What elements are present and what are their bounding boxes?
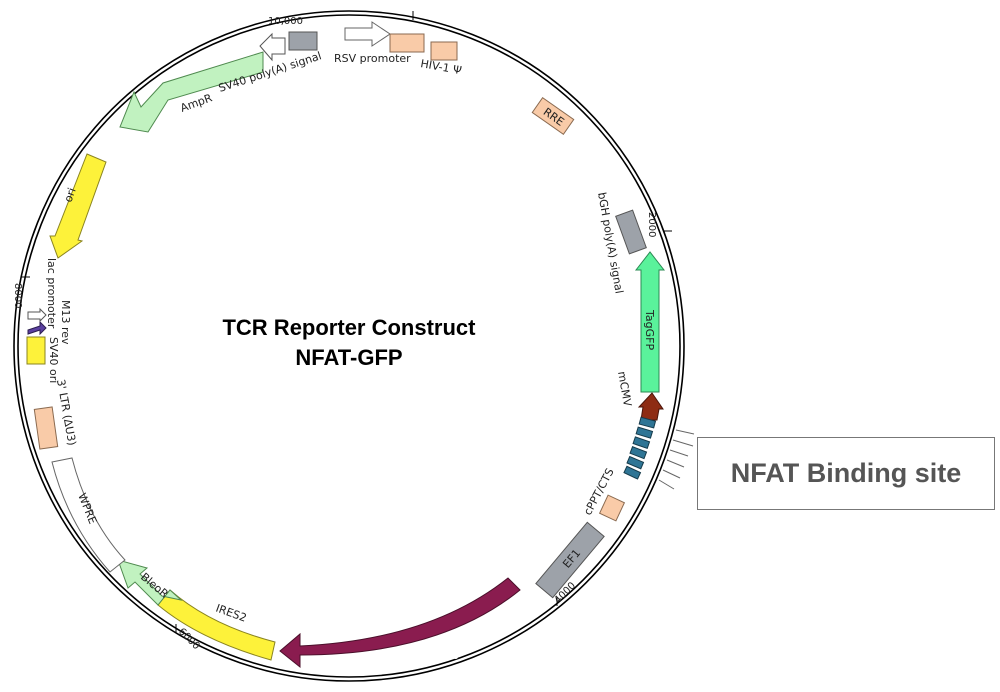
bgh-feature	[615, 209, 647, 255]
taggfp-label: TagGFP	[643, 309, 656, 350]
nfat-repeat-6	[623, 465, 642, 480]
ef1-box	[535, 521, 605, 599]
cppt-feature	[598, 494, 626, 522]
rre-feature: RRE	[531, 97, 575, 135]
leader-5	[662, 469, 681, 479]
ires2-box	[157, 589, 276, 661]
nfat-repeat-2	[635, 426, 654, 439]
tick-label-8000: 8000	[12, 283, 23, 308]
ltr-feature	[33, 406, 59, 450]
m13-rev-label: M13 rev	[59, 300, 72, 345]
bgh-box	[615, 209, 647, 255]
backbone-outer	[13, 10, 685, 682]
rre-box	[531, 97, 575, 135]
cd8-label: CD8a-P2A-CD8b	[370, 649, 459, 662]
hiv-psi-box	[389, 33, 425, 53]
wpre-box	[51, 457, 126, 573]
ltr-label: 3' LTR (ΔU3)	[54, 378, 78, 446]
rsv-promoter-arrow	[344, 21, 391, 47]
ires2-label: IRES2	[214, 602, 248, 625]
lac-promoter-label: lac promoter	[45, 258, 58, 329]
m13-rev-arrow	[27, 320, 47, 336]
sv40-ori-label: SV40 ori	[47, 337, 60, 383]
mcmv-label: mCMV	[615, 370, 634, 408]
ampr-arrow	[119, 51, 264, 133]
ef1-feature: EF1	[535, 521, 605, 599]
nfat-repeat-3	[632, 436, 651, 450]
nfat-repeat-1	[638, 416, 657, 429]
leader-4	[666, 459, 685, 468]
cppt-box	[598, 494, 626, 522]
ori-label: ori	[62, 186, 79, 204]
cd8-arrow	[279, 577, 521, 669]
map-title-line2: NFAT-GFP	[295, 345, 402, 370]
lac-promoter-arrow	[27, 307, 47, 323]
bleor-arrow	[117, 559, 183, 606]
nfat-repeat-5	[626, 455, 645, 470]
leader-2	[672, 439, 694, 447]
nfat-repeat-4	[629, 446, 648, 460]
leader-3	[669, 449, 689, 457]
taggfp-arrow	[634, 251, 666, 393]
nfat-leader-lines	[658, 429, 695, 490]
nfat-callout-text: NFAT Binding site	[730, 458, 962, 488]
mcmv-arrow	[637, 392, 664, 421]
nfat-callout-box: NFAT Binding site	[697, 437, 995, 510]
map-title-line1: TCR Reporter Construct	[222, 315, 476, 340]
leader-6	[658, 479, 675, 490]
ltr-box	[33, 406, 59, 450]
ori-arrow	[49, 153, 107, 259]
hiv-psi-box-2	[430, 41, 458, 61]
tick-label-10000: 10,000	[268, 16, 303, 27]
tick-label-2000: 2000	[646, 212, 657, 237]
sv40-ori-box	[26, 336, 46, 365]
signal-box	[288, 31, 318, 51]
nfat-repeats	[623, 416, 657, 480]
leader-1	[675, 429, 695, 435]
rsv-promoter-label: RSV promoter	[334, 52, 411, 65]
backbone-inner	[17, 14, 681, 678]
bgh-label: bGH poly(A) signal	[595, 191, 626, 294]
sv40-polya-arrow	[259, 32, 286, 62]
